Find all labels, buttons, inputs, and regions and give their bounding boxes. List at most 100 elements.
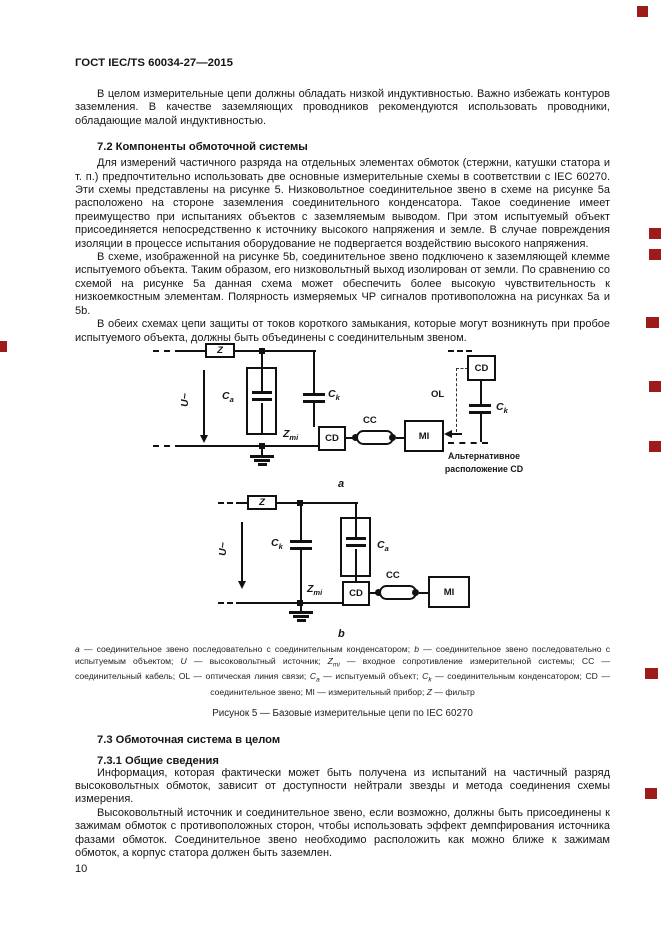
legend-segment: k xyxy=(428,677,432,685)
paragraph-7-3-1-2: Высоковольтный источник и соединительное… xyxy=(75,806,610,860)
legend-segment: b xyxy=(414,644,419,654)
wire xyxy=(218,602,242,604)
filter-z-box: Z xyxy=(247,495,277,510)
red-mark xyxy=(649,228,661,239)
alt-coupling-device-cd-box: CD xyxy=(467,355,496,381)
legend-segment: a xyxy=(75,644,80,654)
wire xyxy=(355,502,357,517)
wire xyxy=(313,350,315,393)
legend-segment: — входное сопротивление измерительной си… xyxy=(75,655,611,682)
wire xyxy=(448,350,472,352)
wire xyxy=(260,369,263,391)
cable-connector xyxy=(375,589,382,596)
figure-legend: a — соединительное звено последовательно… xyxy=(75,644,610,699)
ca-label: Ca xyxy=(377,539,389,554)
red-mark xyxy=(0,341,7,352)
legend-segment: — соединительное звено последовательно с… xyxy=(75,644,611,666)
capacitor-plate xyxy=(303,393,325,396)
red-mark xyxy=(649,381,661,392)
capacitor-plate xyxy=(345,544,366,547)
cc-label: CC xyxy=(363,415,377,426)
coupling-device-cd-box: CD xyxy=(318,426,346,451)
voltage-arrow xyxy=(203,370,205,436)
junction-dot xyxy=(297,600,303,606)
arrowhead-icon xyxy=(444,430,452,438)
wire xyxy=(261,350,263,367)
capacitor-plate xyxy=(251,391,272,394)
cc-label: CC xyxy=(386,570,400,581)
red-mark xyxy=(646,317,659,328)
top-text-block: ГОСТ IEC/TS 60034-27—2015 В целом измери… xyxy=(75,57,610,345)
wire xyxy=(300,502,302,540)
capacitor-plate xyxy=(345,537,366,540)
mi-label: MI xyxy=(418,430,430,442)
ground-symbol xyxy=(297,619,306,622)
wire xyxy=(153,350,181,352)
ck-label: Ck xyxy=(271,537,283,552)
section-heading-7-3: 7.3 Обмоточная система в целом xyxy=(97,733,281,746)
filter-z-label: Z xyxy=(259,497,265,508)
red-mark xyxy=(637,6,648,17)
arrowhead-icon xyxy=(238,581,246,589)
alt-cd-caption-line2: расположение CD xyxy=(444,464,524,474)
cable-connector xyxy=(352,434,359,441)
wire xyxy=(300,604,302,611)
optical-link-line xyxy=(456,368,468,369)
capacitor-plate xyxy=(469,404,491,407)
capacitor-plate xyxy=(290,540,312,543)
junction-dot xyxy=(259,443,265,449)
cable-connector xyxy=(412,589,419,596)
legend-segment: — соединительное звено последовательно с… xyxy=(79,644,415,654)
page-number: 10 xyxy=(75,863,88,876)
wire xyxy=(300,550,302,603)
wire xyxy=(450,433,462,435)
legend-segment: a xyxy=(316,677,320,685)
legend-segment: Z xyxy=(327,655,333,666)
legend-segment: — соединительным конденсатором; CD — сое… xyxy=(210,671,611,697)
ground-symbol xyxy=(289,611,313,614)
capacitor-plate xyxy=(303,400,325,403)
legend-segment: C xyxy=(309,671,317,682)
wire xyxy=(313,403,315,427)
document-header: ГОСТ IEC/TS 60034-27—2015 xyxy=(75,57,233,69)
legend-segment: — высоковольтный источник; xyxy=(186,655,328,666)
voltage-arrow xyxy=(241,522,243,582)
zmi-label: Zmi xyxy=(307,583,323,598)
alt-cd-caption-line1: Альтернативное xyxy=(447,451,521,461)
wire xyxy=(346,437,356,439)
wire xyxy=(180,445,320,447)
ground-symbol xyxy=(293,615,309,618)
wire xyxy=(260,403,263,433)
circuit-a-sublabel: a xyxy=(338,478,345,490)
ol-label: OL xyxy=(431,389,445,400)
intro-paragraph: В целом измерительные цепи должны облада… xyxy=(75,88,610,127)
ground-symbol xyxy=(254,459,270,462)
cable-connector xyxy=(389,434,396,441)
mi-label: MI xyxy=(443,586,455,598)
wire xyxy=(240,602,344,604)
wire xyxy=(354,549,357,575)
legend-segment: mi xyxy=(332,661,340,669)
test-object-ca xyxy=(340,517,371,577)
hv-source-label: U~ xyxy=(178,393,191,407)
red-mark xyxy=(645,668,658,679)
section-heading-7-2: 7.2 Компоненты обмоточной системы xyxy=(97,141,308,154)
legend-segment: U xyxy=(180,655,187,666)
measuring-instrument-mi-box: MI xyxy=(404,420,444,452)
capacitor-plate xyxy=(251,398,272,401)
ground-symbol xyxy=(250,455,274,458)
section-heading-7-3-1: 7.3.1 Общие сведения xyxy=(97,754,219,767)
wire xyxy=(261,447,263,455)
legend-segment: C xyxy=(422,671,429,682)
legend-segment: — испытуемый объект; xyxy=(319,671,423,682)
red-mark xyxy=(649,249,661,260)
arrowhead-icon xyxy=(200,435,208,443)
legend-segment: — фильтр xyxy=(431,686,475,697)
wire xyxy=(354,519,357,537)
cd-label: CD xyxy=(349,588,363,599)
ground-symbol xyxy=(258,463,267,466)
red-mark xyxy=(649,441,661,452)
ck-label: Ck xyxy=(328,388,340,403)
wire xyxy=(355,577,357,582)
